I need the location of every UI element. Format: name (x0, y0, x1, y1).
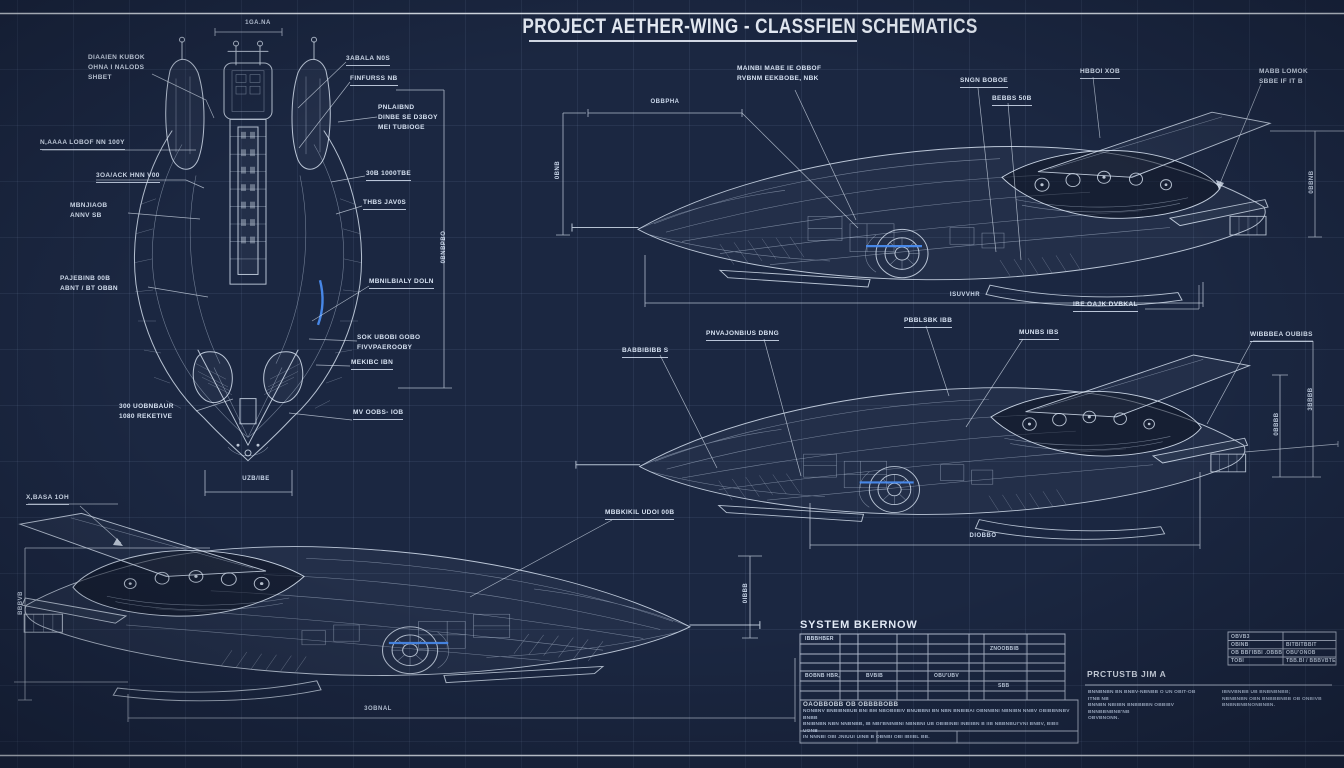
dim-topview-right: 0BNBPBO (441, 230, 447, 264)
callout-topview-r9: MV OOBS- IOB (353, 408, 404, 420)
callout-upperview-l5: MABB LOMOK SBBE IF IT B (1259, 68, 1308, 85)
system-table-cell: BOBNB HBR, (805, 673, 840, 679)
leader-lines (14, 61, 1339, 683)
dim-lowview-right: 0IBBB (743, 582, 749, 604)
dim-midview-bottom: DIOBBo (969, 533, 997, 539)
system-table-cell: OBU'UBV (934, 673, 959, 679)
dim-topview-bottom: UZB/IBe (242, 476, 270, 482)
callout-topview-l3: 3OA/ACK HNN V00 (96, 171, 160, 183)
dim-upperview-top: OBBPHa (650, 99, 680, 105)
notes-heading: OAOBBOBB OB OBBBBOBB (803, 701, 899, 708)
callout-topview-r1: 3ABALA N0S (346, 54, 391, 66)
dim-upperview-bottom: ISUVVHr (949, 292, 981, 298)
callout-upperview-l4: HBBOI XOB (1080, 67, 1120, 79)
notes-body: NONBNV BNBIBNBUB BNI BM NBOBIIBIV BNUBBN… (803, 709, 1070, 741)
sheet-border (0, 12, 1344, 757)
callout-topview-l5: PAJEBINB 00B ABNT / BT OBBN (60, 275, 118, 292)
callout-midview-l3: PBBLSBK IBB (904, 316, 953, 328)
title-underline (529, 40, 857, 42)
callout-topview-r7: SOK UBOBI GOBO FIVVPAEROOBY (357, 334, 421, 351)
callout-topview-l1: DIAAIEN KUBOK OHNA I NALODS SHBET (88, 54, 145, 81)
system-table-cell: SBB (998, 683, 1010, 689)
callout-lowview-l1: X,BASA 1OH (26, 493, 69, 505)
section-b-heading: PRCTUSTB JIM A (1087, 669, 1167, 679)
callout-upperview-l2: SNGN BOBOE (960, 76, 1008, 88)
callout-midview-l1: BABBIBIBB S (622, 346, 669, 358)
dim-upperview-right: 0BBNB (1309, 170, 1315, 194)
side-view-upper-art (570, 110, 1272, 308)
callout-topview-r2: FINFURSS NB (350, 74, 398, 86)
callout-topview-r5: THBS JAV0S (363, 198, 407, 210)
callout-topview-l6: 300 UOBNBAUR 1080 REKETIVE (119, 403, 174, 420)
callout-midview-l5: IBE OAJK DVBKAL (1073, 300, 1138, 312)
system-table-cell: ZNOOBBIB (990, 646, 1020, 652)
info-table-cell: OBINB (1231, 642, 1249, 648)
section-b-right-column: IBNVBNBB UB BNBNBNBB; NBNBNBN OBN BNBBBN… (1222, 690, 1322, 709)
system-table-title: SYSTEM BKERNOW (800, 619, 918, 631)
dim-upperview-left: 0BNB (555, 160, 561, 180)
page-title: PROJECT AETHER-WING - CLASSFIEN SCHEMATI… (522, 14, 978, 38)
callout-topview-l2: N,AAAA LOBOF NN 100Y (40, 138, 125, 150)
callout-midview-l2: PNVAJONBIUS DBNG (706, 329, 780, 341)
dim-topview-top: 1GA.Na (245, 20, 271, 26)
info-table-cell: OBU'ONOB (1286, 650, 1316, 656)
callout-upperview-l3: BEBBS 50B (992, 94, 1032, 106)
callout-topview-r3: PNLAIBND DINBE SE D3BOY MEI TUBIOGE (378, 104, 438, 131)
callout-topview-l4: MBNJIAOB ANNV SB (70, 202, 108, 219)
side-view-middle-art (574, 353, 1251, 541)
callout-upperview-l1: MAINBI MABE IE OBBOF RVBNM EEKBOBE, NBK (737, 65, 822, 82)
callout-topview-r8: MEKIBC IBN (351, 358, 394, 370)
dimension-lines (18, 28, 1344, 722)
callout-topview-r4: 30B 1000TBE (366, 169, 412, 181)
info-table-cell: BITBITBBIT (1286, 642, 1317, 648)
dim-midview-right-inner: 0BBBB (1274, 412, 1280, 436)
callout-midview-l6: WIBBBEA OUBIBS (1250, 330, 1313, 342)
dim-lowview-left: BBBVB (18, 591, 24, 615)
info-table-cell: OB BBI'IBBI .OBBB (1231, 650, 1283, 656)
dim-midview-right-outer: 3BBBB (1308, 387, 1314, 411)
info-table-cell: TBB.BI / BBBVBTE (1286, 658, 1336, 664)
side-view-lower-art (18, 512, 762, 703)
callout-midview-l4: MUNBS IBS (1019, 328, 1059, 340)
system-table-cell: IBBBHBER (805, 636, 834, 642)
info-table-cell: TOBI (1231, 658, 1245, 664)
top-view-art (133, 36, 363, 462)
callout-topview-r6: MBNILBIALY DOLN (369, 277, 434, 289)
section-b-left-column: BNNBNBN BN BNBV-NBNBB O UN OBIT-OB ITNB … (1088, 690, 1196, 722)
table-grid (799, 631, 1337, 744)
callout-lowview-l2: MBBKIKIL UDOI 00B (605, 508, 675, 520)
info-table-cell: OBVB3 (1231, 634, 1250, 640)
dim-lowview-bottom: 3OBNAL (364, 706, 392, 712)
system-table-cell: BVBIB (866, 673, 884, 679)
